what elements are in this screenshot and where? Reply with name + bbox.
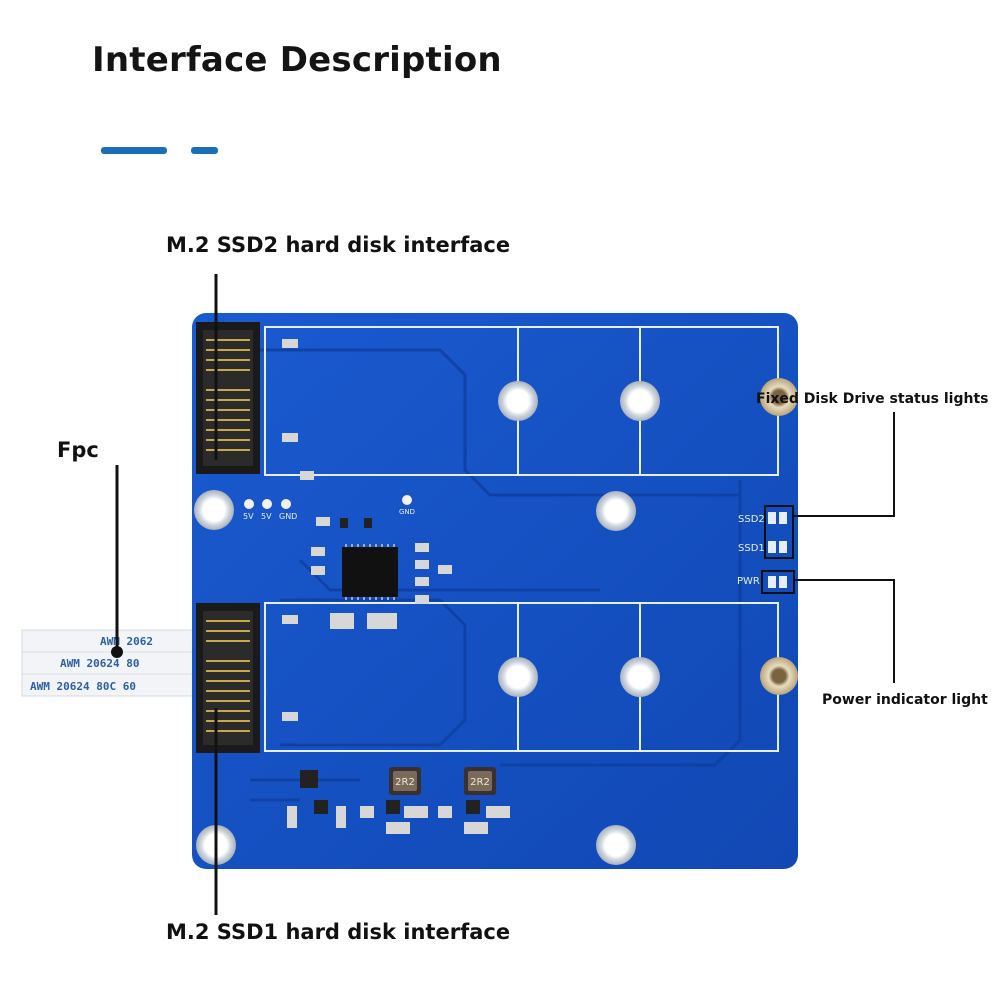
status-leds: SSD2 SSD1 PWR [737,505,795,594]
led-label-ssd2: SSD2 [738,514,765,525]
fpc-cable: AWM 2062 AWM 20624 80 AWM 20624 80C 60 [21,629,208,697]
led-label-ssd1: SSD1 [738,543,765,554]
m2-connector-ssd2 [196,322,260,474]
fpc-print-bottom: AWM 20624 80C 60 [30,680,136,693]
pin-label-5v-2: 5V [261,512,272,521]
fpc-print-mid: AWM 20624 80 [60,657,139,670]
pin-label-5v-1: 5V [243,512,254,521]
m2-connector-ssd1 [196,603,260,753]
callout-power-light: Power indicator light [822,692,988,708]
power-pins: 5V 5V GND GND [243,495,415,521]
led-label-pwr: PWR [737,576,760,587]
inductor-2: 2R2 [464,767,496,795]
pcb-board: 5V 5V GND GND [192,313,798,869]
leader-status [793,412,895,517]
callout-fpc: Fpc [57,438,99,462]
controller-chip [342,544,398,600]
page-title: Interface Description [92,40,502,80]
smd-components [282,339,510,834]
callout-ssd2-interface: M.2 SSD2 hard disk interface [166,233,511,257]
pin-label-gnd-2: GND [399,508,415,516]
fpc-print-top: AWM 2062 [100,635,153,648]
title-accent-bar-long [101,147,167,154]
pin-label-gnd: GND [279,512,297,521]
inductor-label-1: 2R2 [395,777,415,788]
callout-status-lights: Fixed Disk Drive status lights [756,391,989,407]
fpc-marker-dot [111,646,123,658]
leader-power [794,579,895,683]
callout-ssd1-interface: M.2 SSD1 hard disk interface [166,920,511,944]
callout-leaders [115,274,895,915]
inductor-1: 2R2 [389,767,421,795]
title-accent-bar-short [191,147,218,154]
inductor-label-2: 2R2 [470,777,490,788]
